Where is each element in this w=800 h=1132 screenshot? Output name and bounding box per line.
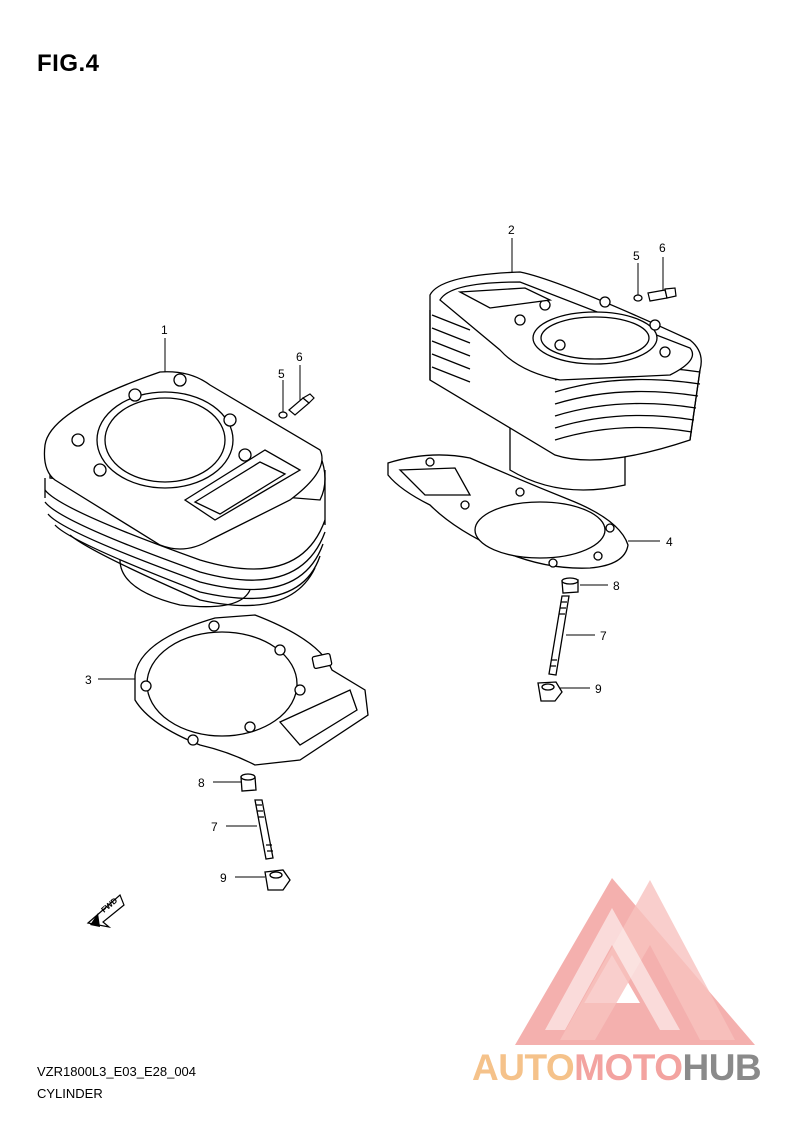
brand-hub: HUB (682, 1047, 762, 1088)
callout-9-left: 9 (220, 871, 227, 885)
callout-7-left: 7 (211, 820, 218, 834)
leader-lines (98, 238, 664, 878)
brand-moto: MOTO (574, 1047, 683, 1088)
callout-9-right: 9 (595, 682, 602, 696)
callout-3: 3 (85, 673, 92, 687)
dowel-pin-part-8-left (240, 773, 257, 792)
figure-title: FIG.4 (37, 50, 100, 77)
nut-part-9-left (264, 869, 291, 891)
front-cylinder-part-1 (43, 371, 326, 608)
forward-direction-arrow-icon: FWD (86, 893, 125, 929)
watermark-brand: AUTOMOTOHUB (472, 1047, 762, 1089)
callout-1: 1 (161, 323, 168, 337)
dowel-pin-part-8-right (561, 577, 579, 594)
o-ring-part-5-right (633, 294, 643, 302)
model-code: VZR1800L3_E03_E28_004 (37, 1064, 197, 1079)
callout-6-right: 6 (659, 241, 666, 255)
o-ring-part-5-left (278, 411, 288, 419)
callout-5-right: 5 (633, 249, 640, 263)
callout-8-right: 8 (613, 579, 620, 593)
callout-7-right: 7 (600, 629, 607, 643)
rear-cylinder-part-2 (429, 271, 702, 491)
stud-bolt-part-7-left (254, 799, 274, 860)
callout-6-left: 6 (296, 350, 303, 364)
stud-bolt-part-7-right (548, 595, 570, 676)
watermark-triangle-logo (515, 878, 755, 1045)
rear-cylinder-gasket-part-4 (387, 454, 629, 569)
callout-numbers: 1 2 3 4 5 5 6 6 7 7 8 8 9 9 (85, 223, 673, 885)
nut-part-9-right (537, 681, 563, 702)
fitting-part-6-right (647, 287, 677, 302)
front-cylinder-gasket-part-3 (134, 614, 369, 766)
brand-auto: AUTO (472, 1047, 575, 1088)
figure-name: CYLINDER (37, 1086, 103, 1101)
callout-8-left: 8 (198, 776, 205, 790)
callout-2: 2 (508, 223, 515, 237)
callout-5-left: 5 (278, 367, 285, 381)
callout-4: 4 (666, 535, 673, 549)
fitting-part-6-left (288, 393, 315, 416)
